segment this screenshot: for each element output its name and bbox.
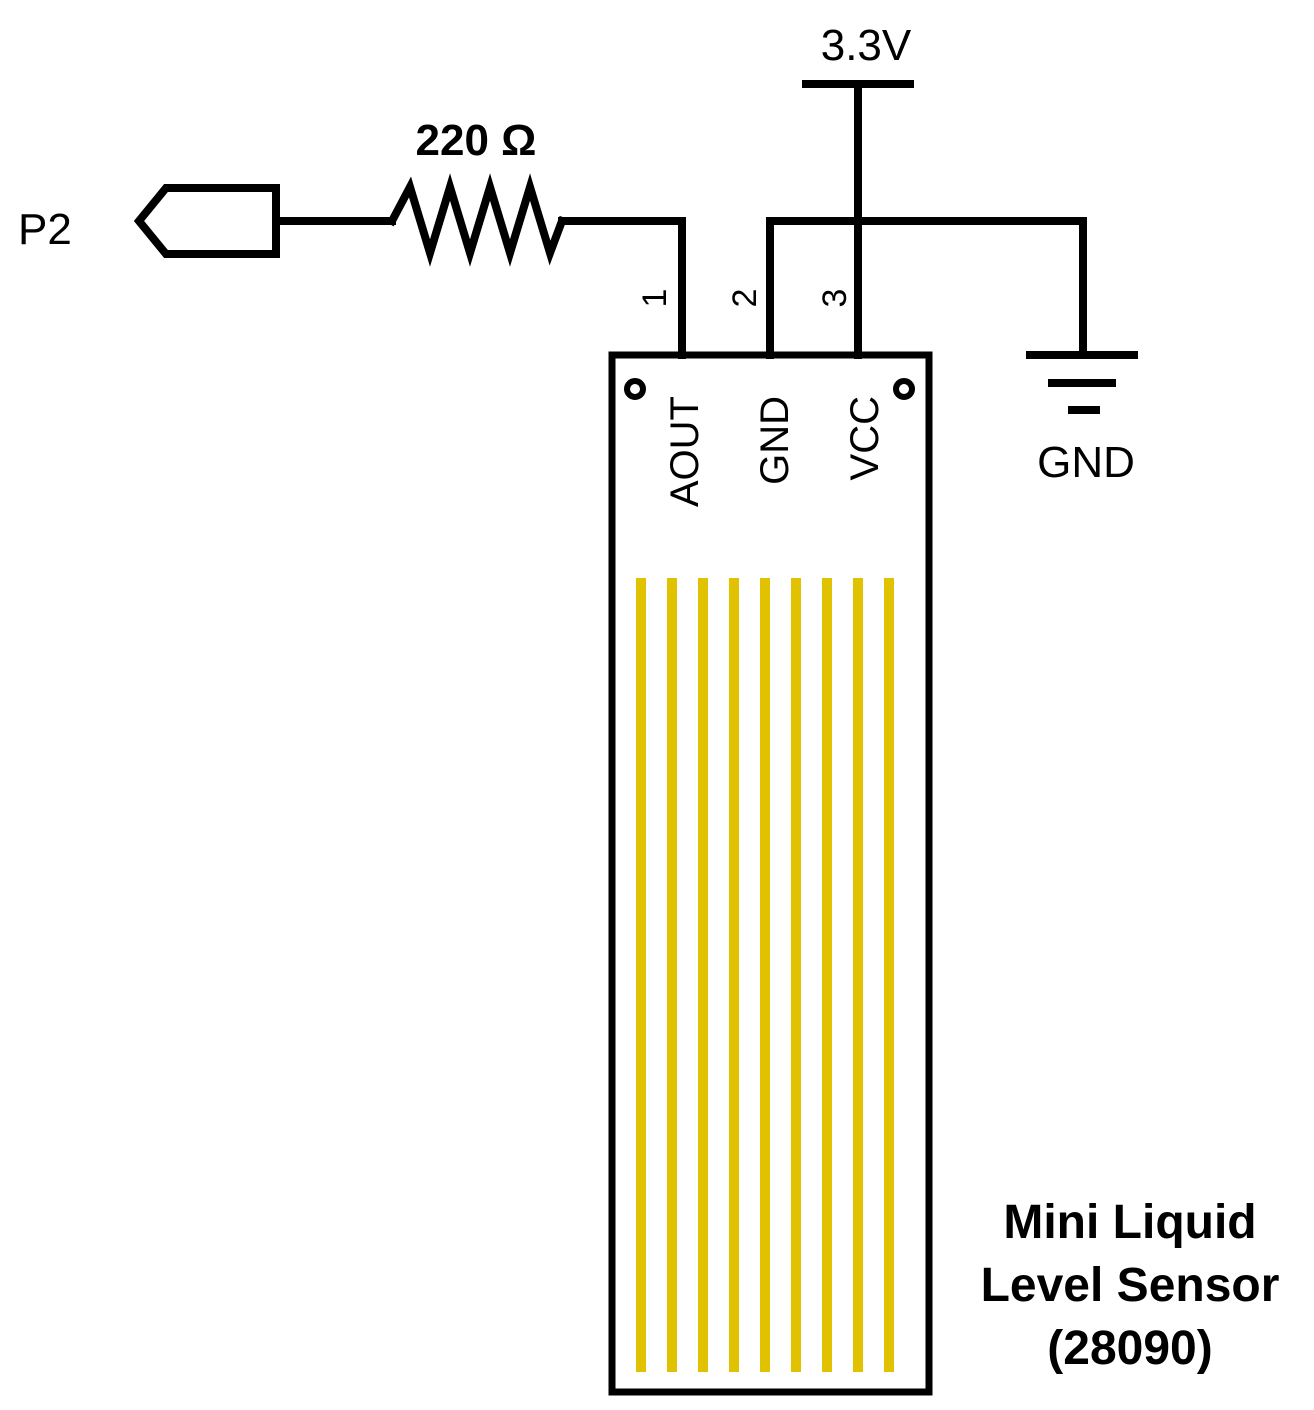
wire-gnd-bus bbox=[766, 217, 1087, 359]
pin-name-gnd: GND bbox=[753, 396, 797, 485]
ground-label: GND bbox=[1037, 438, 1135, 487]
power-label: 3.3V bbox=[821, 21, 912, 70]
resistor-symbol bbox=[386, 173, 568, 267]
pin-number-3: 3 bbox=[816, 289, 854, 308]
pin-number-2: 2 bbox=[726, 289, 764, 308]
port-label: P2 bbox=[18, 205, 72, 254]
port-p2-symbol bbox=[133, 184, 280, 258]
mounting-hole-left bbox=[624, 378, 646, 400]
sensor-traces bbox=[636, 578, 894, 1372]
ground-symbol bbox=[1026, 351, 1138, 414]
resistor-label: 220 Ω bbox=[416, 116, 537, 165]
sensor-title-line2: Level Sensor bbox=[981, 1259, 1280, 1312]
pin-name-aout: AOUT bbox=[663, 396, 707, 507]
sensor-title-line1: Mini Liquid bbox=[1003, 1196, 1256, 1249]
sensor-body bbox=[608, 351, 933, 1396]
sensor-title-line3: (28090) bbox=[1047, 1322, 1212, 1375]
mounting-hole-right bbox=[893, 378, 915, 400]
wire-resistor-to-pin1 bbox=[558, 217, 686, 359]
pin-name-vcc: VCC bbox=[843, 396, 887, 480]
pin-number-1: 1 bbox=[636, 289, 674, 308]
